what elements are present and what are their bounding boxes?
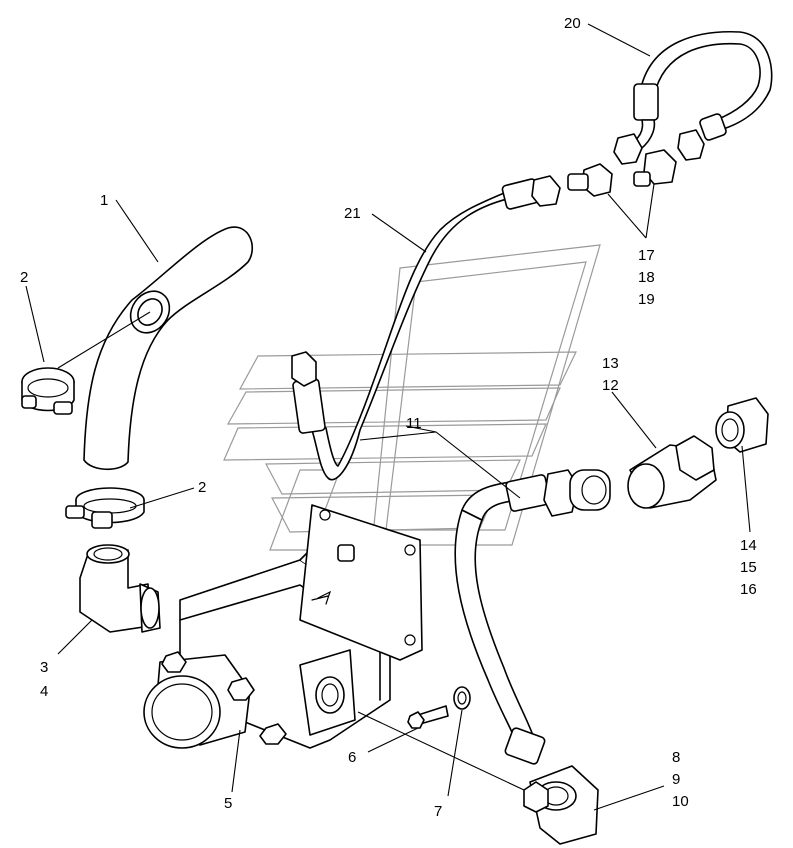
bolt-part-6 <box>407 705 449 729</box>
callout-12: 12 <box>602 377 619 394</box>
hose-part-21 <box>291 175 561 481</box>
callout-15: 15 <box>740 559 757 576</box>
elbow-fitting-part-3 <box>79 544 161 633</box>
callout-14: 14 <box>740 537 757 554</box>
hose-part-11 <box>454 469 611 765</box>
callout-10: 10 <box>672 793 689 810</box>
tube-part-20 <box>613 30 773 165</box>
callout-13: 13 <box>602 355 619 372</box>
hose-part-1 <box>83 226 253 471</box>
callout-labels: 1 2 2 3 4 5 6 7 8 9 10 11 12 13 14 15 16… <box>20 15 757 820</box>
elbow-fitting-part-8 <box>523 765 599 845</box>
callout-8: 8 <box>672 749 680 766</box>
callout-2-lower: 2 <box>198 479 206 496</box>
callout-11: 11 <box>406 415 422 432</box>
elbow-fitting-part-12 <box>627 435 717 509</box>
callout-17: 17 <box>638 247 655 264</box>
callout-20: 20 <box>564 15 581 32</box>
adapter-fitting-part-17 <box>567 149 677 197</box>
callout-4: 4 <box>40 683 48 700</box>
leader-lines <box>25 23 751 811</box>
callout-19: 19 <box>638 291 655 308</box>
callout-7: 7 <box>434 803 442 820</box>
hydraulic-pump-part-5 <box>143 504 423 749</box>
callout-6: 6 <box>348 749 356 766</box>
callout-3: 3 <box>40 659 48 676</box>
callout-1: 1 <box>100 192 108 209</box>
callout-5: 5 <box>224 795 232 812</box>
hose-clamp-lower <box>65 487 145 529</box>
callout-9: 9 <box>672 771 680 788</box>
callout-18: 18 <box>638 269 655 286</box>
callout-2-upper: 2 <box>20 269 28 286</box>
callout-16: 16 <box>740 581 757 598</box>
hose-clamp-upper <box>21 367 75 415</box>
union-fitting-part-14 <box>715 397 769 453</box>
callout-21: 21 <box>344 205 361 222</box>
washer-part-7 <box>453 686 471 710</box>
